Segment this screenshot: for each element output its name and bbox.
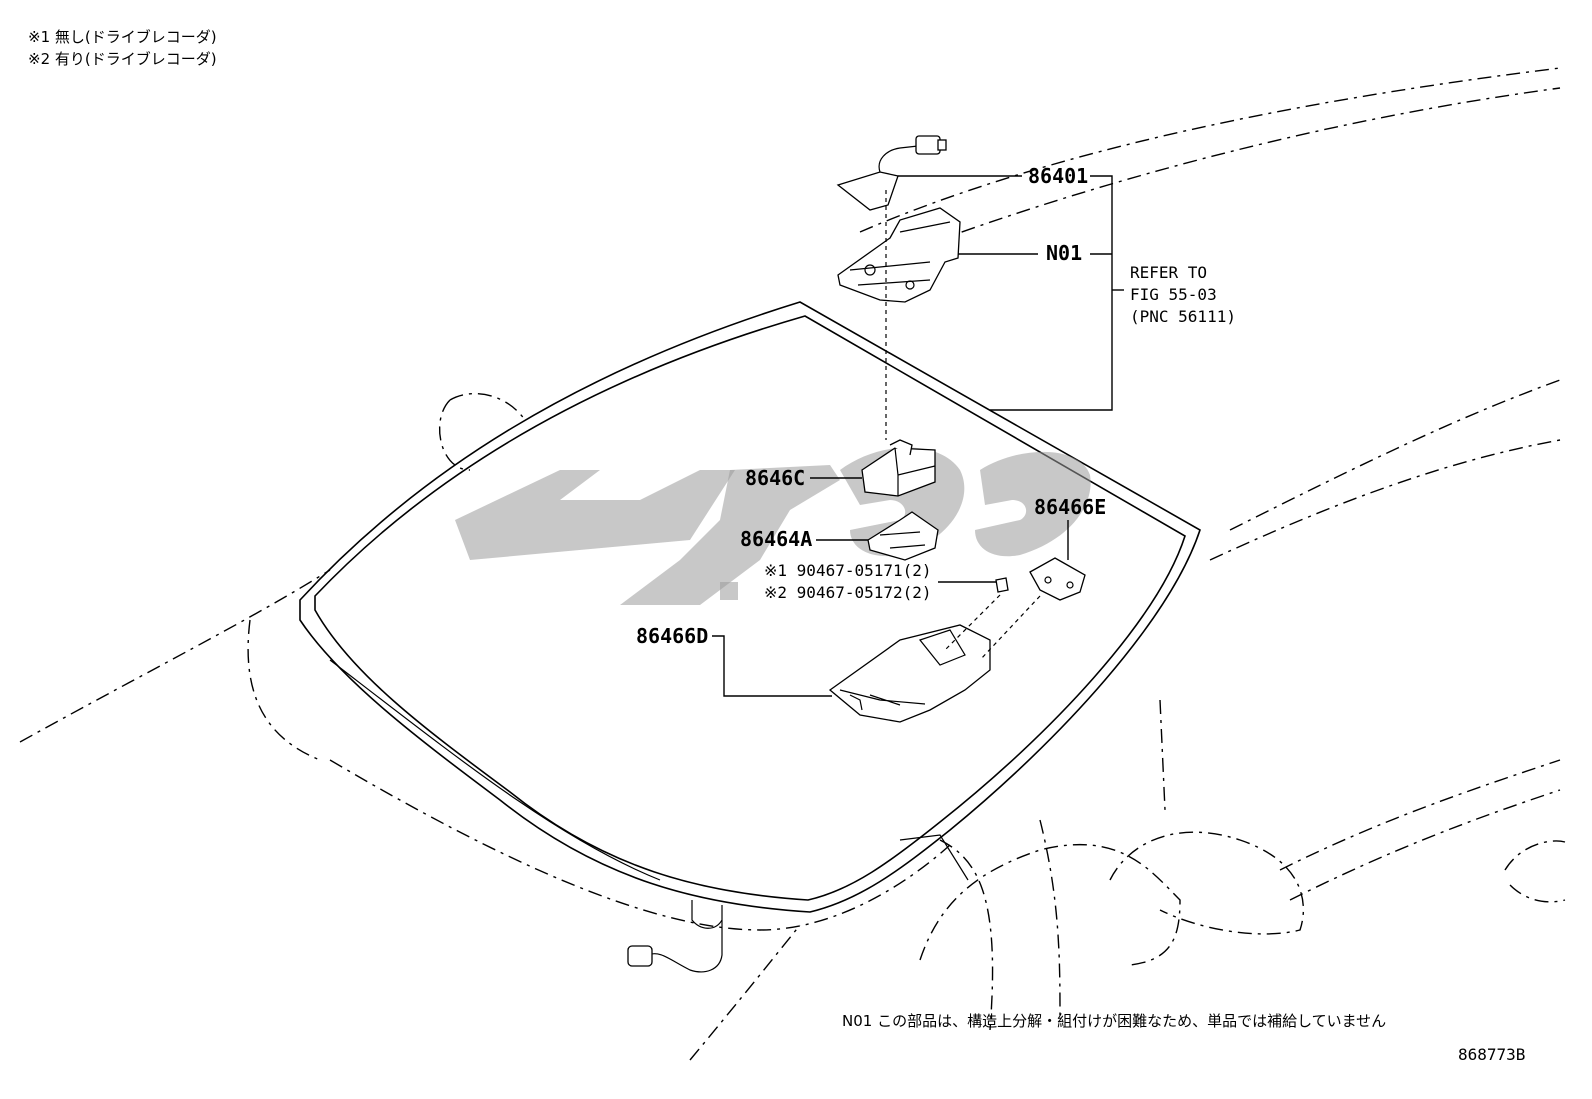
- part-harness: [627, 900, 723, 973]
- windshield: [299, 301, 1201, 913]
- refer-line-1: REFER TO: [1130, 263, 1207, 282]
- label-86466d: 86466D: [636, 624, 708, 648]
- note-2: ※2 有り(ドライブレコーダ): [28, 50, 217, 68]
- refer-line-2: FIG 55-03: [1130, 285, 1217, 304]
- leader-lines: [712, 175, 1124, 697]
- part-86401-sensor: [836, 135, 947, 211]
- label-8646c: 8646C: [745, 466, 805, 490]
- note-1: ※1 無し(ドライブレコーダ): [28, 28, 217, 46]
- part-8646c-camera: [861, 439, 936, 497]
- label-86466e: 86466E: [1034, 495, 1106, 519]
- diagram-id: 868773B: [1458, 1045, 1525, 1064]
- refer-line-3: (PNC 56111): [1130, 307, 1236, 326]
- label-screw-1: ※1 90467-05171(2): [764, 561, 932, 580]
- footer-n01-note: N01 この部品は、構造上分解・組付けが困難なため、単品では補給していません: [842, 1012, 1386, 1030]
- part-86466d-cover: [828, 624, 991, 723]
- label-n01: N01: [1046, 241, 1082, 265]
- assembly-line-2: [944, 594, 1041, 661]
- part-86466e-bracket: [1029, 557, 1086, 601]
- part-n01-bracket: [837, 207, 961, 303]
- label-86401: 86401: [1028, 164, 1088, 188]
- part-86464a-bracket: [867, 511, 939, 561]
- label-screw-2: ※2 90467-05172(2): [764, 583, 932, 602]
- label-86464a: 86464A: [740, 527, 812, 551]
- part-screw: [995, 577, 1009, 593]
- vehicle-outline: [19, 67, 1566, 1061]
